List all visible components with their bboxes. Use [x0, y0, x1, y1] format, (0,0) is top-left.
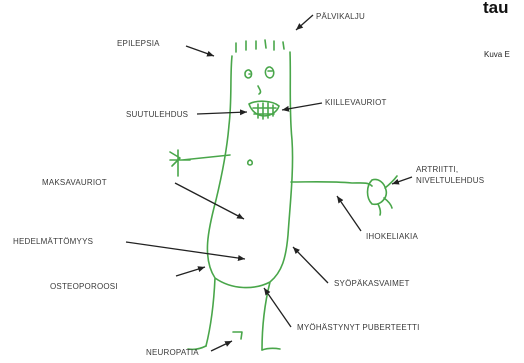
- arrow-osteoporoosi: [176, 267, 205, 276]
- arrow-myohastynyt: [264, 288, 291, 327]
- arrow-epilepsia: [186, 46, 214, 56]
- right-foot: [262, 348, 280, 350]
- label-palvikalju: PÄLVIKALJU: [316, 12, 365, 21]
- hair-strokes: [236, 40, 284, 52]
- label-ihokeliakia: IHOKELIAKIA: [366, 232, 418, 241]
- label-osteoporoosi: OSTEOPOROOSI: [50, 282, 118, 291]
- arrow-ihokeliakia: [337, 196, 361, 231]
- arrow-syopakasvaimet: [293, 247, 328, 283]
- label-hedelmattomyys: HEDELMÄTTÖMYYS: [13, 237, 93, 246]
- label-neuropatia: NEUROPATIA: [146, 348, 199, 357]
- arrow-kiillevauriot: [282, 103, 322, 110]
- arrow-neuropatia: [211, 341, 232, 351]
- navel: [248, 160, 253, 165]
- label-syopakasvaimet: SYÖPÄKASVAIMET: [334, 279, 410, 288]
- mouth-teeth: [249, 101, 279, 119]
- label-artriitti-line1: ARTRIITTI,: [416, 165, 458, 174]
- arrow-palvikalju: [296, 15, 313, 30]
- label-kiillevauriot: KIILLEVAURIOT: [325, 98, 387, 107]
- right-arm: [291, 182, 372, 186]
- label-suutulehdus: SUUTULEHDUS: [126, 110, 188, 119]
- nose: [258, 86, 261, 94]
- label-maksavauriot: MAKSAVAURIOT: [42, 178, 107, 187]
- arrow-suutulehdus: [197, 112, 247, 114]
- right-eye: [265, 67, 273, 78]
- right-hand: [368, 176, 398, 215]
- body-outline: [206, 52, 293, 350]
- label-myohastynyt: MYÖHÄSTYNYT PUBERTEETTI: [297, 323, 420, 332]
- label-epilepsia: EPILEPSIA: [117, 39, 160, 48]
- left-eye: [245, 70, 252, 78]
- left-arm: [170, 150, 230, 176]
- labels: PÄLVIKALJU EPILEPSIA SUUTULEHDUS KIILLEV…: [13, 12, 484, 357]
- neuropathy-stroke: [233, 332, 242, 339]
- arrow-maksavauriot: [175, 183, 244, 219]
- label-artriitti-line2: NIVELTULEHDUS: [416, 176, 484, 185]
- body-figure: [170, 40, 397, 350]
- arrow-hedelmattomyys: [126, 242, 245, 259]
